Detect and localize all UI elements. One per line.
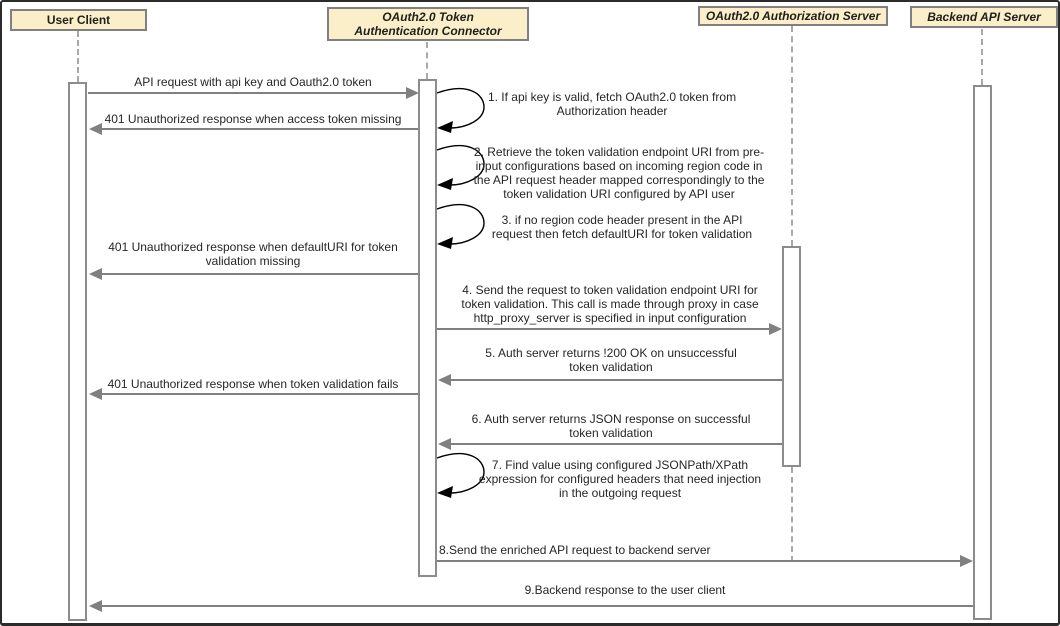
self-step-2-label: 2. Retrieve the token validation endpoin… xyxy=(473,145,765,201)
activation-user-client xyxy=(68,82,87,621)
arrowhead-right-icon xyxy=(406,87,419,99)
message-label-json-response: 6. Auth server returns JSON response on … xyxy=(471,412,751,440)
message-line-enriched-request xyxy=(437,560,960,562)
self-loop-arrow-icon xyxy=(436,453,485,498)
lifeline-backend-server xyxy=(981,29,983,85)
participant-auth-connector: OAuth2.0 Token Authentication Connector xyxy=(327,7,529,41)
self-loop-arrow-icon xyxy=(436,88,485,133)
lifeline-auth-connector xyxy=(426,42,428,79)
message-line-not-200 xyxy=(451,379,782,381)
lifeline-user-client xyxy=(77,31,79,82)
participant-user-client: User Client xyxy=(10,9,147,31)
message-label-401-defaulturi: 401 Unauthorized response when defaultUR… xyxy=(108,240,398,268)
message-line-401-defaulturi xyxy=(102,273,418,275)
message-label-backend-response: 9.Backend response to the user client xyxy=(524,583,726,597)
message-label-send-validation: 4. Send the request to token validation … xyxy=(461,283,759,325)
message-line-json-response xyxy=(451,443,782,445)
message-label-401-access-token: 401 Unauthorized response when access to… xyxy=(104,112,402,126)
activation-backend-server xyxy=(973,85,992,620)
message-line-401-validation-fails xyxy=(102,393,418,395)
arrowhead-left-icon xyxy=(89,268,102,280)
self-step-7-label: 7. Find value using configured JSONPath/… xyxy=(478,458,762,500)
message-line-backend-response xyxy=(102,605,973,607)
activation-authorization-server xyxy=(782,246,801,467)
lifeline-authorization-server-lower xyxy=(791,467,793,562)
self-loop-arrow-icon xyxy=(436,145,485,190)
message-label-not-200: 5. Auth server returns !200 OK on unsucc… xyxy=(485,346,737,374)
message-label-api-request: API request with api key and Oauth2.0 to… xyxy=(134,75,372,89)
arrowhead-left-icon xyxy=(89,388,102,400)
participant-backend-server: Backend API Server xyxy=(910,6,1058,28)
self-loop-arrow-icon xyxy=(436,204,485,249)
arrowhead-left-icon xyxy=(438,374,451,386)
arrowhead-left-icon xyxy=(89,600,102,612)
arrowhead-right-icon xyxy=(960,555,973,567)
activation-auth-connector xyxy=(418,79,437,577)
lifeline-authorization-server xyxy=(791,26,793,246)
arrowhead-left-icon xyxy=(89,123,102,135)
message-line-401-access-token xyxy=(102,128,418,130)
message-line-api-request xyxy=(88,92,406,94)
self-step-3-label: 3. if no region code header present in t… xyxy=(491,213,753,241)
self-step-1-label: 1. If api key is valid, fetch OAuth2.0 t… xyxy=(487,90,737,118)
message-label-401-validation-fails: 401 Unauthorized response when token val… xyxy=(107,377,399,391)
participant-authorization-server: OAuth2.0 Authorization Server xyxy=(698,6,888,26)
arrowhead-left-icon xyxy=(438,438,451,450)
message-label-enriched-request: 8.Send the enriched API request to backe… xyxy=(439,543,711,557)
message-line-send-validation xyxy=(437,328,769,330)
arrowhead-right-icon xyxy=(769,323,782,335)
